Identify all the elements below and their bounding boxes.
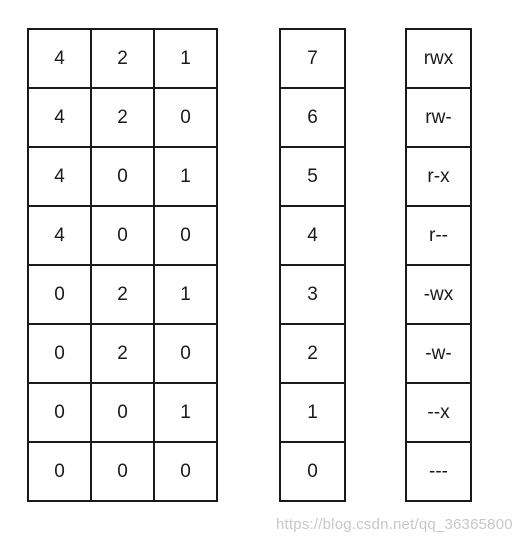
bit-cell-r: 0 bbox=[27, 441, 92, 502]
permission-row: rw- bbox=[405, 87, 472, 148]
bit-cell-r: 4 bbox=[27, 146, 92, 207]
permission-row: -w- bbox=[405, 323, 472, 384]
permission-cell: rw- bbox=[405, 87, 472, 148]
octal-cell: 0 bbox=[279, 441, 346, 502]
bit-cell-w: 0 bbox=[90, 205, 155, 266]
watermark-url: https://blog.csdn.net/qq_36365800 bbox=[276, 516, 513, 533]
bit-cell-x: 1 bbox=[153, 146, 218, 207]
octal-cell: 5 bbox=[279, 146, 346, 207]
bit-cell-w: 2 bbox=[90, 264, 155, 325]
bit-cell-x: 1 bbox=[153, 28, 218, 89]
octal-row: 3 bbox=[279, 264, 346, 325]
octal-row: 7 bbox=[279, 28, 346, 89]
bit-cell-w: 0 bbox=[90, 146, 155, 207]
octal-row: 2 bbox=[279, 323, 346, 384]
octal-row: 1 bbox=[279, 382, 346, 443]
octal-row: 0 bbox=[279, 441, 346, 502]
bit-cell-r: 4 bbox=[27, 28, 92, 89]
bit-cell-w: 2 bbox=[90, 323, 155, 384]
permission-row: r-x bbox=[405, 146, 472, 207]
octal-cell: 4 bbox=[279, 205, 346, 266]
octal-row: 6 bbox=[279, 87, 346, 148]
bit-cell-x: 0 bbox=[153, 323, 218, 384]
bit-cell-x: 0 bbox=[153, 441, 218, 502]
permission-row: --x bbox=[405, 382, 472, 443]
bit-cell-x: 0 bbox=[153, 205, 218, 266]
bit-cell-x: 1 bbox=[153, 382, 218, 443]
octal-row: 5 bbox=[279, 146, 346, 207]
permission-cell: rwx bbox=[405, 28, 472, 89]
bit-cell-x: 0 bbox=[153, 87, 218, 148]
permission-cell: r-x bbox=[405, 146, 472, 207]
permission-cell: --x bbox=[405, 382, 472, 443]
bit-cell-r: 4 bbox=[27, 205, 92, 266]
octal-row: 4 bbox=[279, 205, 346, 266]
octal-values-table: 7 6 5 4 3 2 1 0 bbox=[279, 28, 346, 502]
octal-cell: 7 bbox=[279, 28, 346, 89]
permission-row: --- bbox=[405, 441, 472, 502]
permission-row: r-- bbox=[405, 205, 472, 266]
bit-cell-r: 4 bbox=[27, 87, 92, 148]
permission-strings-table: rwx rw- r-x r-- -wx -w- --x --- bbox=[405, 28, 472, 502]
permission-row: rwx bbox=[405, 28, 472, 89]
permission-cell: -wx bbox=[405, 264, 472, 325]
bit-cell-r: 0 bbox=[27, 264, 92, 325]
bit-cell-r: 0 bbox=[27, 382, 92, 443]
bit-cell-w: 0 bbox=[90, 441, 155, 502]
bit-cell-r: 0 bbox=[27, 323, 92, 384]
permission-cell: -w- bbox=[405, 323, 472, 384]
permission-cell: --- bbox=[405, 441, 472, 502]
bit-cell-w: 2 bbox=[90, 28, 155, 89]
bit-cell-w: 0 bbox=[90, 382, 155, 443]
permission-cell: r-- bbox=[405, 205, 472, 266]
permission-row: -wx bbox=[405, 264, 472, 325]
octal-cell: 1 bbox=[279, 382, 346, 443]
bit-cell-w: 2 bbox=[90, 87, 155, 148]
bit-cell-x: 1 bbox=[153, 264, 218, 325]
octal-cell: 3 bbox=[279, 264, 346, 325]
octal-cell: 6 bbox=[279, 87, 346, 148]
octal-cell: 2 bbox=[279, 323, 346, 384]
